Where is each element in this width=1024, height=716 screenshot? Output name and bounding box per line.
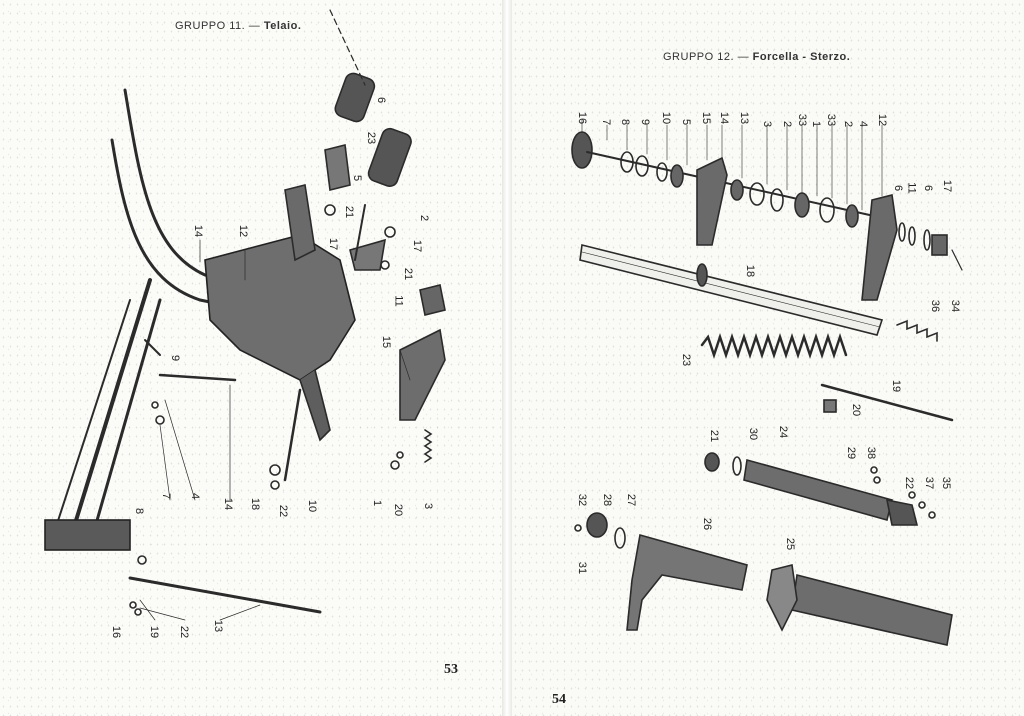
part-label: 34 <box>949 299 962 313</box>
part-label: 7 <box>160 492 173 500</box>
part-label: 11 <box>905 182 918 194</box>
part-label: 16 <box>576 111 589 125</box>
part-label: 1 <box>371 499 384 507</box>
part-label: 31 <box>576 561 589 575</box>
group-11-name: Telaio. <box>263 20 302 32</box>
part-label: 19 <box>890 379 903 393</box>
part-label: 32 <box>576 493 589 507</box>
part-label: 26 <box>701 517 714 531</box>
part-label: 21 <box>402 267 415 281</box>
part-label: 3 <box>422 502 435 510</box>
part-label: 6 <box>922 184 935 192</box>
part-label: 33 <box>825 113 838 127</box>
group-12-name: Forcella - Sterzo. <box>752 51 851 63</box>
part-label: 6 <box>892 184 905 192</box>
part-label: 9 <box>169 354 182 362</box>
part-label: 33 <box>796 113 809 127</box>
part-label: 11 <box>392 295 405 307</box>
part-label: 3 <box>761 120 774 128</box>
part-label: 5 <box>680 118 693 126</box>
part-label: 6 <box>375 96 388 104</box>
part-label: 35 <box>940 476 953 490</box>
part-label: 25 <box>784 537 797 551</box>
part-label: 13 <box>212 619 225 633</box>
book-gutter <box>502 0 512 716</box>
part-label: 14 <box>718 111 731 125</box>
part-label: 19 <box>148 625 161 639</box>
part-label: 22 <box>903 476 916 490</box>
part-label: 8 <box>133 507 146 515</box>
part-label: 18 <box>249 497 262 511</box>
part-label: 17 <box>941 179 954 193</box>
group-11-heading: GRUPPO 11. — Telaio. <box>175 20 301 32</box>
part-label: 24 <box>777 425 790 439</box>
part-label: 9 <box>639 118 652 126</box>
part-label: 4 <box>857 120 870 128</box>
group-12-dash: — <box>737 51 750 63</box>
part-label: 12 <box>237 224 250 238</box>
part-label: 1 <box>810 120 823 128</box>
part-label: 14 <box>192 224 205 238</box>
part-label: 7 <box>600 118 613 126</box>
part-label: 2 <box>781 120 794 128</box>
part-label: 38 <box>865 446 878 460</box>
part-label: 20 <box>850 403 863 417</box>
part-label: 4 <box>189 492 202 500</box>
part-label: 30 <box>747 427 760 441</box>
part-label: 10 <box>306 499 319 513</box>
part-label: 36 <box>929 299 942 313</box>
part-label: 2 <box>418 214 431 222</box>
part-label: 21 <box>343 205 356 219</box>
frame-exploded-diagram <box>44 9 446 621</box>
part-label: 12 <box>876 113 889 127</box>
part-label: 27 <box>625 493 638 507</box>
group-11-number: GRUPPO 11. <box>175 20 246 32</box>
part-label: 29 <box>845 446 858 460</box>
part-label: 18 <box>744 264 757 278</box>
fork-steering-exploded-diagram <box>571 119 963 646</box>
page-number: 54 <box>552 692 566 707</box>
part-label: 13 <box>738 111 751 125</box>
part-label: 23 <box>680 353 693 367</box>
part-label: 23 <box>365 131 378 145</box>
page-left: GRUPPO 11. — Telaio. 6 23 5 2 21 17 17 2… <box>0 0 502 716</box>
part-label: 8 <box>619 118 632 126</box>
part-label: 2 <box>842 120 855 128</box>
group-12-heading: GRUPPO 12. — Forcella - Sterzo. <box>663 51 850 63</box>
group-11-dash: — <box>248 20 261 32</box>
part-label: 15 <box>380 335 393 349</box>
part-label: 21 <box>708 429 721 443</box>
part-label: 17 <box>411 239 424 253</box>
part-label: 10 <box>660 111 673 125</box>
part-label: 14 <box>222 497 235 511</box>
part-label: 22 <box>178 625 191 639</box>
part-label: 28 <box>601 493 614 507</box>
part-label: 37 <box>923 476 936 490</box>
part-label: 22 <box>277 504 290 518</box>
part-label: 16 <box>110 625 123 639</box>
part-label: 17 <box>327 237 340 251</box>
part-label: 15 <box>700 111 713 125</box>
group-12-number: GRUPPO 12. <box>663 51 735 63</box>
part-label: 20 <box>392 503 405 517</box>
page-right: GRUPPO 12. — Forcella - Sterzo. 16 7 8 9… <box>512 0 1024 716</box>
page-number: 53 <box>444 662 458 677</box>
part-label: 5 <box>351 174 364 182</box>
